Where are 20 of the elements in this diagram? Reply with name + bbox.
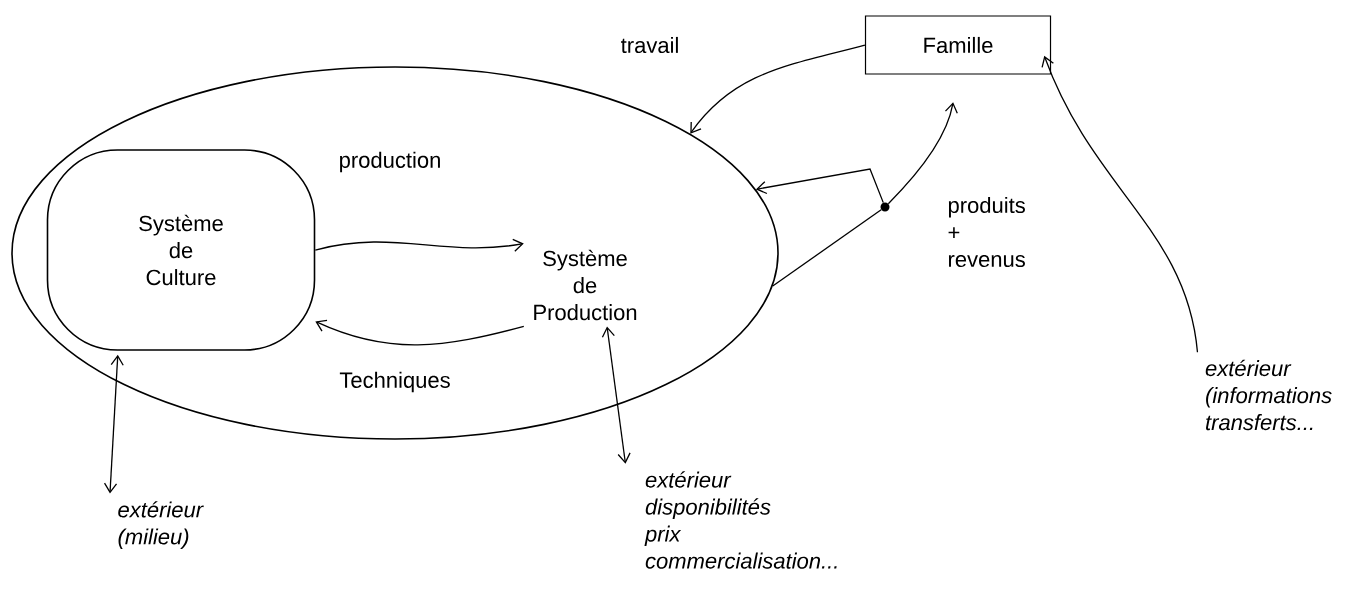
arrow [1041,55,1199,353]
family-box: Famille [864,15,1052,75]
note-text: extérieur (informations transferts... [1205,359,1332,431]
edge-label: produits + revenus [945,194,1035,270]
arrow [314,238,524,252]
arrow [315,319,525,346]
edge-label: Techniques [337,369,453,395]
system-label: Système de Production [534,249,637,321]
ellipse-boundary [11,66,779,440]
edge-label: production [336,149,444,175]
edge-label: travail [618,34,682,56]
arrow [103,354,124,494]
connector-line [772,209,882,287]
arrow [887,102,958,205]
note-text: extérieur (milieu) [118,501,204,549]
rounded-box: Système de Culture [46,149,316,351]
arrow [755,168,884,204]
note-text: extérieur disponibilités prix commercialisation... [644,471,837,569]
arrow [601,326,631,464]
arrow [690,44,866,134]
